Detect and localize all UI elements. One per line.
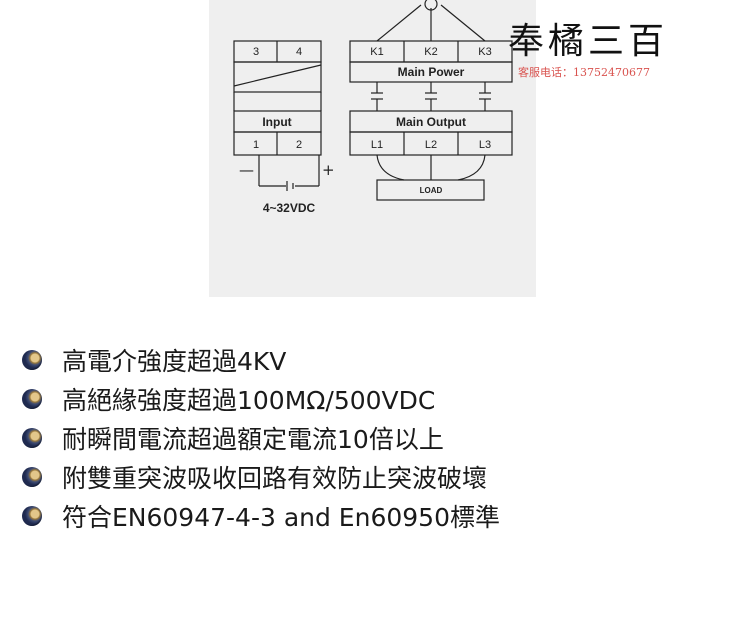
minus-sign: — xyxy=(239,161,254,179)
output-terminal-l2: L2 xyxy=(425,139,437,151)
power-terminal-k1: K1 xyxy=(370,46,383,58)
feature-item: 耐瞬間電流超過額定電流10倍以上 xyxy=(22,418,500,458)
feature-item: 高絕緣強度超過100MΩ/500VDC xyxy=(22,379,500,419)
wiring-diagram: 3 4 Input 1 2 — + 4~32VDC K1 K2 K3 Main … xyxy=(209,0,536,297)
input-terminal-2: 2 xyxy=(296,139,302,151)
feature-text: 高絕緣強度超過100MΩ/500VDC xyxy=(62,386,436,415)
feature-text: 附雙重突波吸收回路有效防止突波破壞 xyxy=(62,464,488,493)
wiring-diagram-svg: 3 4 Input 1 2 — + 4~32VDC K1 K2 K3 Main … xyxy=(233,0,513,215)
main-power-label: Main Power xyxy=(398,65,465,79)
feature-text: 高電介強度超過4KV xyxy=(62,347,287,376)
brand-logo: 奉橘三百 xyxy=(508,21,669,62)
bullet-icon xyxy=(22,350,42,370)
bullet-icon xyxy=(22,467,42,487)
power-terminal-k3: K3 xyxy=(478,46,491,58)
feature-item: 附雙重突波吸收回路有效防止突波破壞 xyxy=(22,457,500,497)
ssr-body xyxy=(233,61,322,93)
voltage-label: 4~32VDC xyxy=(263,201,316,215)
output-terminal-l3: L3 xyxy=(479,139,491,151)
motor-icon xyxy=(424,0,438,11)
feature-item: 高電介強度超過4KV xyxy=(22,340,500,380)
left-terminal-3: 3 xyxy=(253,46,259,58)
load-box xyxy=(376,179,485,201)
plus-sign: + xyxy=(322,161,335,179)
feature-list: 高電介強度超過4KV 高絕緣強度超過100MΩ/500VDC 耐瞬間電流超過額定… xyxy=(22,340,500,535)
bullet-icon xyxy=(22,506,42,526)
feature-text: 符合EN60947-4-3 and En60950標準 xyxy=(62,503,500,532)
input-label: Input xyxy=(262,115,291,129)
bullet-icon xyxy=(22,389,42,409)
main-output-label: Main Output xyxy=(396,115,466,129)
bullet-icon xyxy=(22,428,42,448)
switch-contacts xyxy=(371,82,491,111)
output-terminal-l1: L1 xyxy=(371,139,383,151)
feature-item: 符合EN60947-4-3 and En60950標準 xyxy=(22,496,500,536)
feature-text: 耐瞬間電流超過額定電流10倍以上 xyxy=(62,425,444,454)
power-terminal-k2: K2 xyxy=(424,46,437,58)
left-terminal-4: 4 xyxy=(296,46,302,58)
input-terminal-1: 1 xyxy=(253,139,259,151)
load-label: LOAD xyxy=(420,186,443,195)
contact-phone: 客服电话：13752470677 xyxy=(518,66,650,79)
